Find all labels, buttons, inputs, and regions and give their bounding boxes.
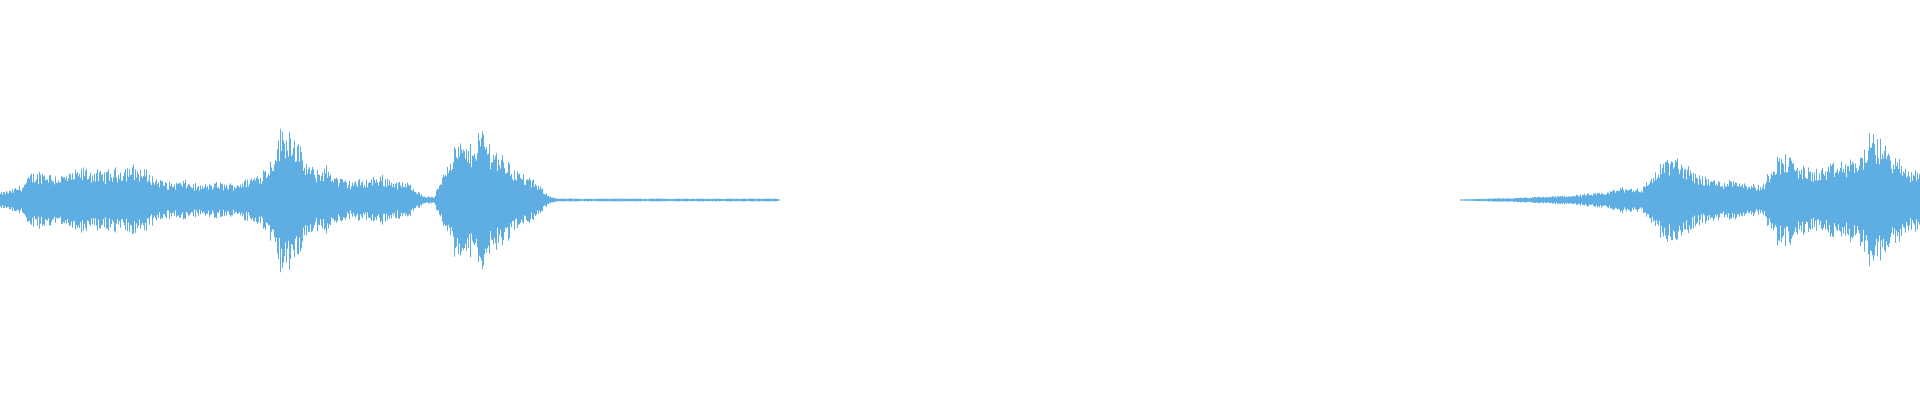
waveform-path — [0, 128, 1920, 273]
